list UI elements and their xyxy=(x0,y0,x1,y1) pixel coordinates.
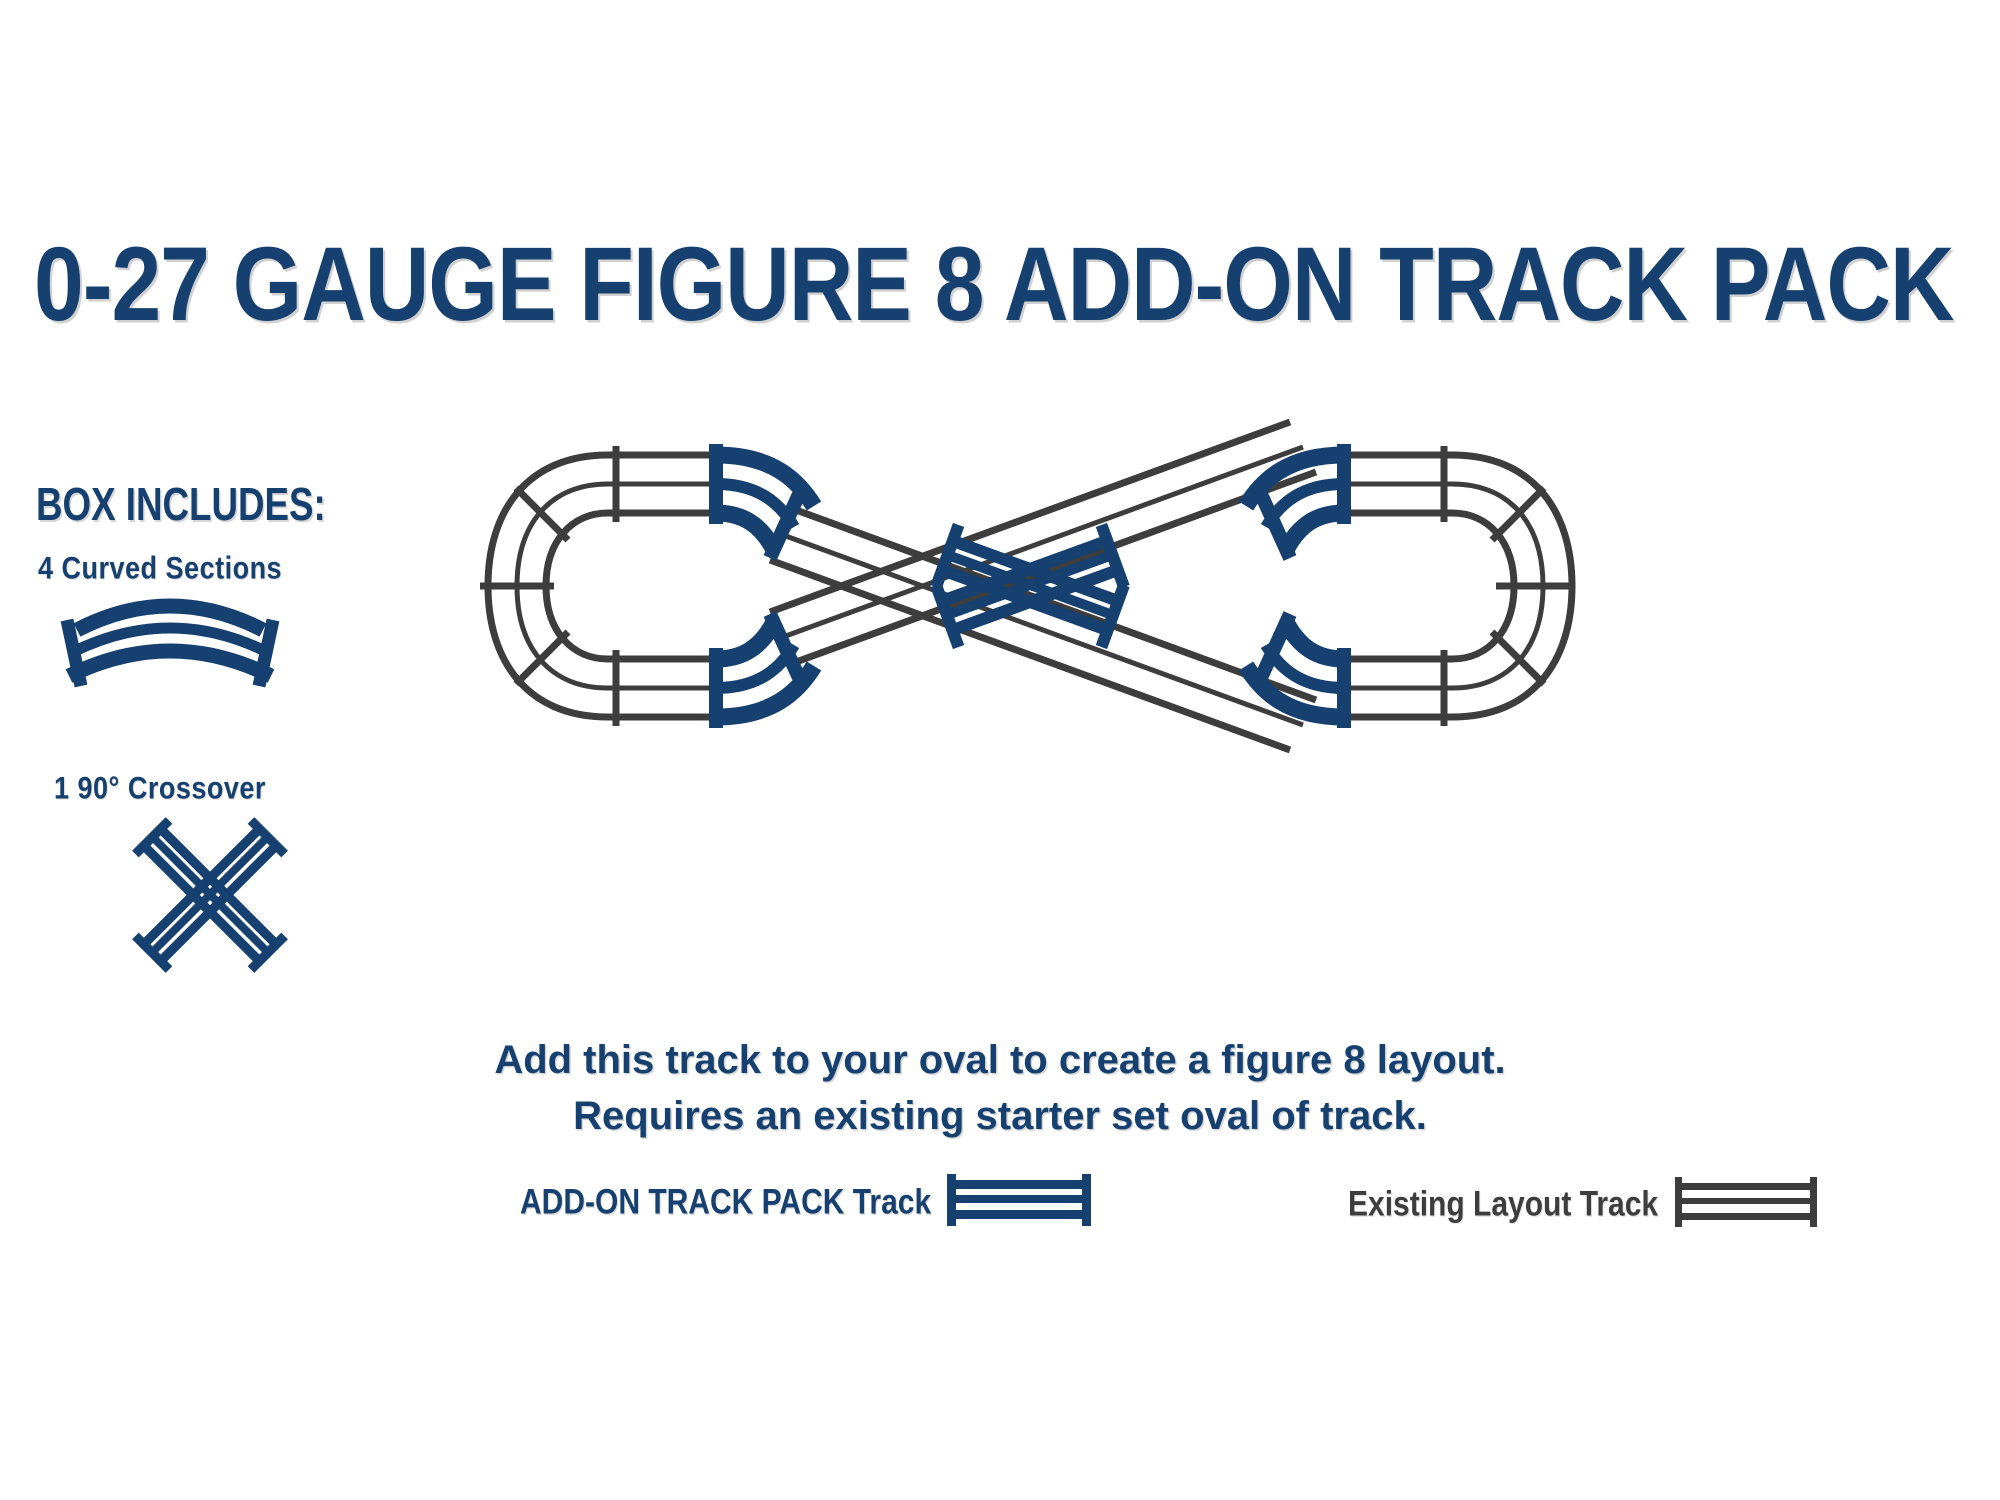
box-includes-heading: BOX INCLUDES: xyxy=(36,478,326,531)
legend-existing-label: Existing Layout Track xyxy=(1348,1184,1659,1224)
page-title: 0-27 GAUGE FIGURE 8 ADD-ON TRACK PACK xyxy=(34,225,1954,344)
caption-line-2: Requires an existing starter set oval of… xyxy=(573,1094,1427,1138)
figure-8-track-layout xyxy=(478,400,1580,835)
curved-sections-label: 4 Curved Sections xyxy=(38,550,283,586)
legend-item-addon-track: ADD-ON TRACK PACK Track xyxy=(520,1172,1093,1233)
legend-item-existing-track: Existing Layout Track xyxy=(1348,1174,1820,1235)
crossover-label: 1 90° Crossover xyxy=(54,770,266,806)
blue-straight-track-swatch xyxy=(945,1172,1093,1233)
caption-line-1: Add this track to your oval to create a … xyxy=(494,1038,1506,1082)
crossover-track-icon xyxy=(90,810,330,985)
curved-track-section-icon xyxy=(45,590,295,700)
legend-addon-label: ADD-ON TRACK PACK Track xyxy=(520,1182,932,1222)
gray-straight-track-swatch xyxy=(1672,1174,1820,1235)
